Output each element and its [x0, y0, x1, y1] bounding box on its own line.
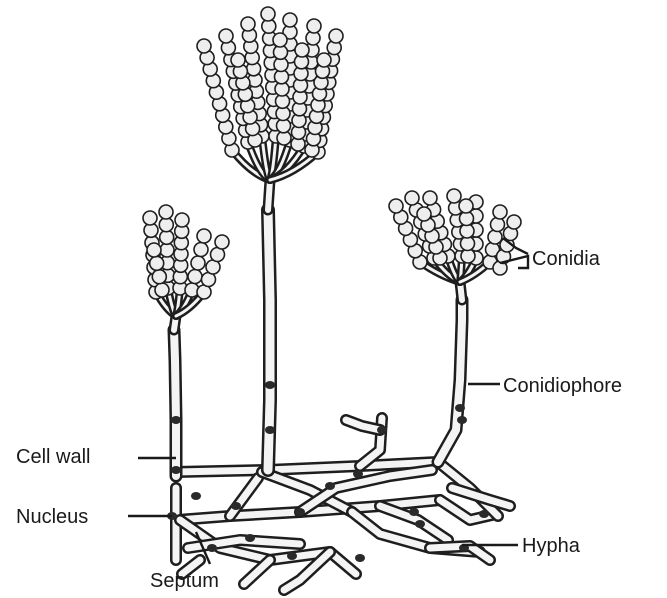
conidium	[191, 256, 205, 270]
conidium	[188, 270, 202, 284]
mycelium-network	[176, 418, 510, 590]
conidium	[423, 191, 437, 205]
conidium	[219, 29, 233, 43]
nucleus-dot-12	[207, 544, 217, 552]
conidium	[329, 29, 343, 43]
nucleus-dot-14	[353, 470, 363, 478]
conidium	[307, 19, 321, 33]
label-conidiophore: Conidiophore	[503, 375, 622, 397]
conidium	[261, 7, 275, 21]
label-septum: Septum	[150, 570, 219, 592]
conidiophore-stalks	[156, 136, 490, 476]
conidium	[150, 256, 164, 270]
label-cell-wall: Cell wall	[16, 446, 90, 468]
conidium	[317, 53, 331, 67]
nucleus-dot-4	[171, 416, 181, 424]
conidium	[160, 243, 174, 257]
nucleus-dot-15	[415, 520, 425, 528]
conidium	[175, 213, 189, 227]
conidium	[507, 215, 521, 229]
conidium	[147, 243, 161, 257]
conidium	[159, 218, 173, 232]
conidium	[143, 211, 157, 225]
nucleus-dot-17	[479, 510, 489, 518]
conidium	[197, 229, 211, 243]
conidium	[155, 283, 169, 297]
nucleus-dot-20	[191, 492, 201, 500]
nucleus-dot-10	[409, 508, 419, 516]
left-stalk-lumen	[174, 330, 176, 476]
conidium	[459, 199, 473, 213]
label-conidia: Conidia	[532, 248, 601, 270]
nucleus-dot-3	[457, 416, 467, 424]
label-nucleus: Nucleus	[16, 506, 88, 528]
conidia-chain-25	[459, 199, 475, 263]
conidium	[491, 218, 505, 232]
conidium	[197, 39, 211, 53]
conidium	[493, 205, 507, 219]
conidium	[152, 270, 166, 284]
conidium	[241, 17, 255, 31]
conidium	[417, 207, 431, 221]
nucleus-dot-18	[287, 552, 297, 560]
conidium	[295, 43, 309, 57]
conidium	[405, 191, 419, 205]
hypha-segment-12-lumen	[244, 560, 270, 584]
nucleus-dot-13	[377, 426, 387, 434]
conidium	[283, 13, 297, 27]
nucleus-dot-5	[171, 466, 181, 474]
nucleus-dot-0	[265, 381, 275, 389]
nucleus-dot-9	[325, 482, 335, 490]
conidium	[159, 205, 173, 219]
nucleus-dot-16	[355, 554, 365, 562]
nucleus-dot-1	[265, 426, 275, 434]
conidium	[447, 189, 461, 203]
conidia-chains	[143, 7, 521, 299]
conidia-chain-2	[173, 213, 189, 295]
conidium	[273, 33, 287, 47]
nucleus-dot-2	[455, 404, 465, 412]
nucleus-dot-19	[245, 534, 255, 542]
conidium	[215, 235, 229, 249]
nucleus-dot-7	[231, 502, 241, 510]
head-1-neck-lumen	[268, 180, 270, 210]
conidium	[389, 199, 403, 213]
nucleus-dot-8	[295, 508, 305, 516]
label-hypha: Hypha	[522, 535, 581, 557]
conidium	[231, 53, 245, 67]
conidium	[194, 243, 208, 257]
